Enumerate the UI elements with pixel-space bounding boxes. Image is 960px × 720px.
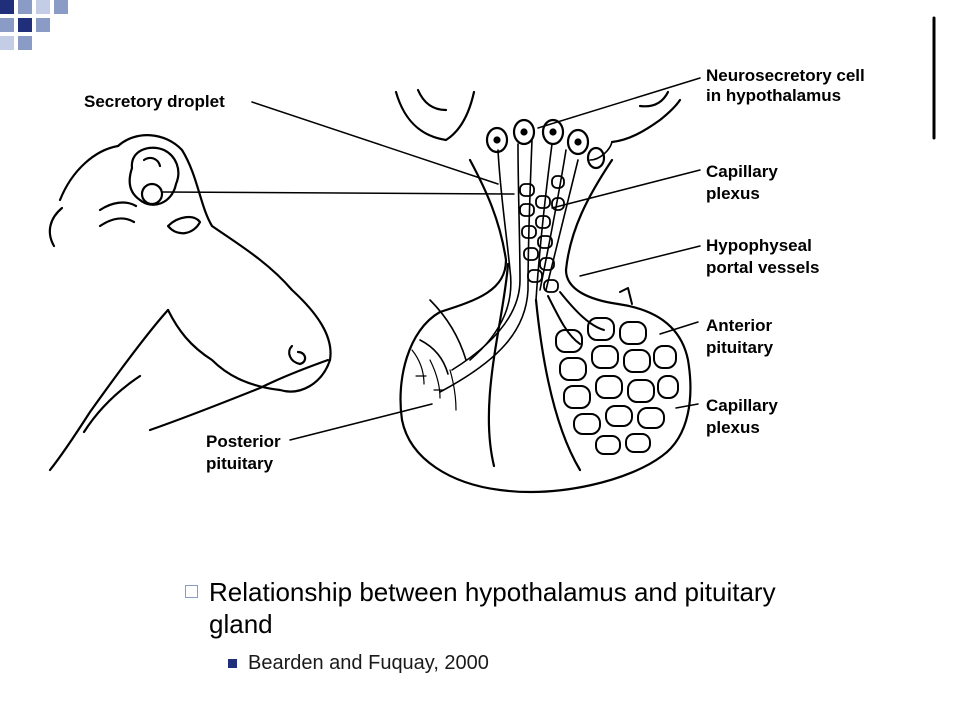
leader-capillary-plexus-top	[551, 169, 701, 209]
label-capillary-plexus-bottom-line1: Capillary	[706, 396, 778, 415]
leader-posterior	[289, 403, 433, 441]
label-anterior-line1: Anterior	[706, 316, 773, 335]
label-capillary-plexus-top-line1: Capillary	[706, 162, 778, 181]
neurosecretory-cells	[485, 118, 606, 170]
label-posterior-line1: Posterior	[206, 432, 281, 451]
pituitary-gland-outline	[399, 262, 692, 493]
label-neurosecretory-line2: in hypothalamus	[706, 86, 842, 105]
corner-decoration	[0, 0, 80, 56]
cow-nostril	[288, 344, 307, 366]
bullet-box-icon	[185, 585, 198, 598]
label-anterior-line2: pituitary	[706, 338, 774, 357]
label-secretory-droplet: Secretory droplet	[84, 92, 225, 111]
leader-secretory-droplet-brain	[161, 191, 515, 195]
bullet-sub: Bearden and Fuquay, 2000	[228, 650, 489, 676]
nerve-fibers	[419, 139, 613, 393]
posterior-nerve-terminals	[411, 349, 457, 411]
capillary-plexus-anterior	[555, 317, 679, 455]
leader-portal-vessels	[579, 245, 701, 277]
cow-eye	[166, 216, 202, 235]
cow-head-outline	[48, 134, 332, 472]
label-posterior-line2: pituitary	[206, 454, 274, 473]
leader-capillary-plexus-bottom	[675, 403, 699, 409]
hypothalamus-outline	[394, 88, 682, 144]
cow-brain	[128, 146, 180, 206]
label-capillary-plexus-top-line2: plexus	[706, 184, 760, 203]
leader-neurosecretory	[537, 77, 701, 129]
portal-vessels	[547, 287, 633, 345]
label-portal-line1: Hypophyseal	[706, 236, 812, 255]
leader-anterior	[659, 321, 699, 335]
leader-secretory-droplet	[251, 101, 499, 185]
label-portal-line2: portal vessels	[706, 258, 820, 277]
capillary-plexus-stalk	[519, 175, 565, 293]
pituitary-stalk	[438, 158, 620, 314]
header-bar	[78, 6, 960, 36]
bullet-square-icon	[228, 659, 237, 668]
bullet-main-text: Relationship between hypothalamus and pi…	[209, 577, 776, 639]
bullet-main: Relationship between hypothalamus and pi…	[185, 576, 825, 640]
label-neurosecretory-line1: Neurosecretory cell	[706, 66, 865, 85]
leader-lines	[161, 77, 701, 441]
label-capillary-plexus-bottom-line2: plexus	[706, 418, 760, 437]
bullet-sub-text: Bearden and Fuquay, 2000	[248, 652, 489, 674]
